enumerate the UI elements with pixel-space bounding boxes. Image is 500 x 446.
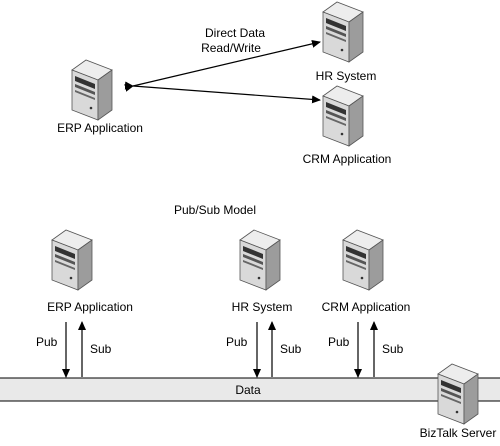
bottom-hr-server: HR System [232,229,293,314]
server-icon [322,85,364,147]
top-crm-server: CRM Application [303,85,392,166]
data-bus-label: Data [235,383,261,397]
top-crm-label: CRM Application [303,152,392,166]
connector-erp-hr [124,39,321,92]
server-icon [51,229,93,291]
server-icon [71,59,113,121]
server-icon [239,229,281,291]
top-hr-server: HR System [316,1,377,83]
crm-sub-label: Sub [382,342,404,356]
top-hr-label: HR System [316,69,377,83]
data-bus [0,377,500,402]
top-erp-server: ERP Application [57,59,143,135]
biztalk-server: BizTalk Server [420,363,497,440]
server-icon [342,229,384,291]
server-icon [437,363,479,425]
bottom-hr-label: HR System [232,300,293,314]
bottom-crm-label: CRM Application [322,300,411,314]
bottom-erp-server: ERP Application [47,229,133,314]
connector-erp-crm [124,81,321,104]
crm-pub-label: Pub [328,335,350,349]
model-title: Pub/Sub Model [174,203,256,217]
server-icon [322,1,364,63]
top-erp-label: ERP Application [57,121,143,135]
connection-label-line1: Direct Data [205,26,265,40]
erp-sub-label: Sub [90,342,112,356]
hr-pub-label: Pub [226,335,248,349]
bottom-crm-server: CRM Application [322,229,411,314]
biztalk-label: BizTalk Server [420,426,497,440]
connection-label-line2: Read/Write [201,41,261,55]
bottom-erp-label: ERP Application [47,300,133,314]
erp-pub-label: Pub [36,335,58,349]
hr-sub-label: Sub [280,342,302,356]
